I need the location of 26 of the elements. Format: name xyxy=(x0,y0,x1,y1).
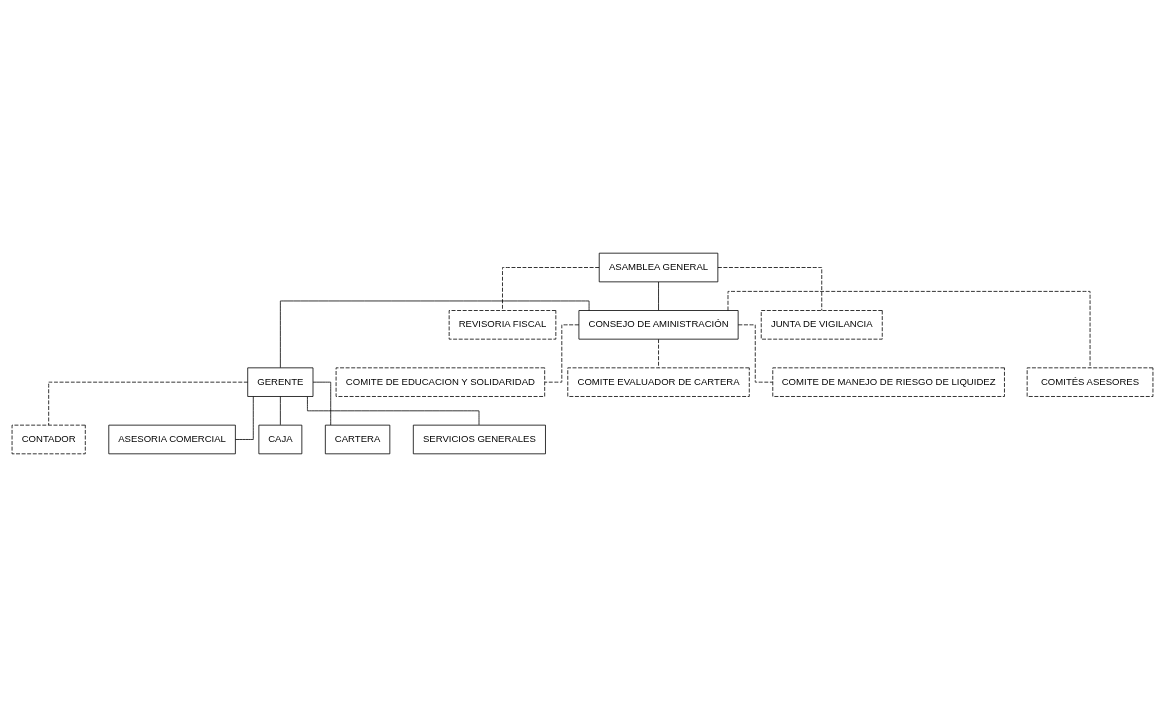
connector xyxy=(737,324,774,383)
node-box: CONSEJO DE AMINISTRACIÓN xyxy=(578,310,739,340)
node-box: CARTERA xyxy=(324,424,391,455)
connector xyxy=(279,396,281,426)
node-box: ASAMBLEA GENERAL xyxy=(598,252,719,283)
node-box: GERENTE xyxy=(247,367,314,397)
connector xyxy=(658,338,659,368)
node-box: JUNTA DE VIGILANCIA xyxy=(760,310,883,340)
node-box: COMITÉS ASESORES xyxy=(1026,367,1154,397)
node-box: COMITE EVALUADOR DE CARTERA xyxy=(567,367,750,397)
connector xyxy=(544,324,580,383)
connector xyxy=(312,381,332,426)
node-box: CAJA xyxy=(258,424,303,455)
node-box: ASESORIA COMERCIAL xyxy=(108,424,236,455)
connector xyxy=(658,281,659,311)
connector xyxy=(235,396,254,440)
connector xyxy=(717,267,823,311)
connector xyxy=(502,267,600,311)
node-box: SERVICIOS GENERALES xyxy=(412,424,546,455)
connector xyxy=(279,300,590,369)
connector xyxy=(727,291,1091,369)
node-box: REVISORIA FISCAL xyxy=(448,310,557,340)
node-box: COMITE DE MANEJO DE RIESGO DE LIQUIDEZ xyxy=(772,367,1005,397)
node-box: CONTADOR xyxy=(11,424,86,455)
connector xyxy=(48,381,249,426)
node-box: COMITE DE EDUCACION Y SOLIDARIDAD xyxy=(335,367,546,397)
